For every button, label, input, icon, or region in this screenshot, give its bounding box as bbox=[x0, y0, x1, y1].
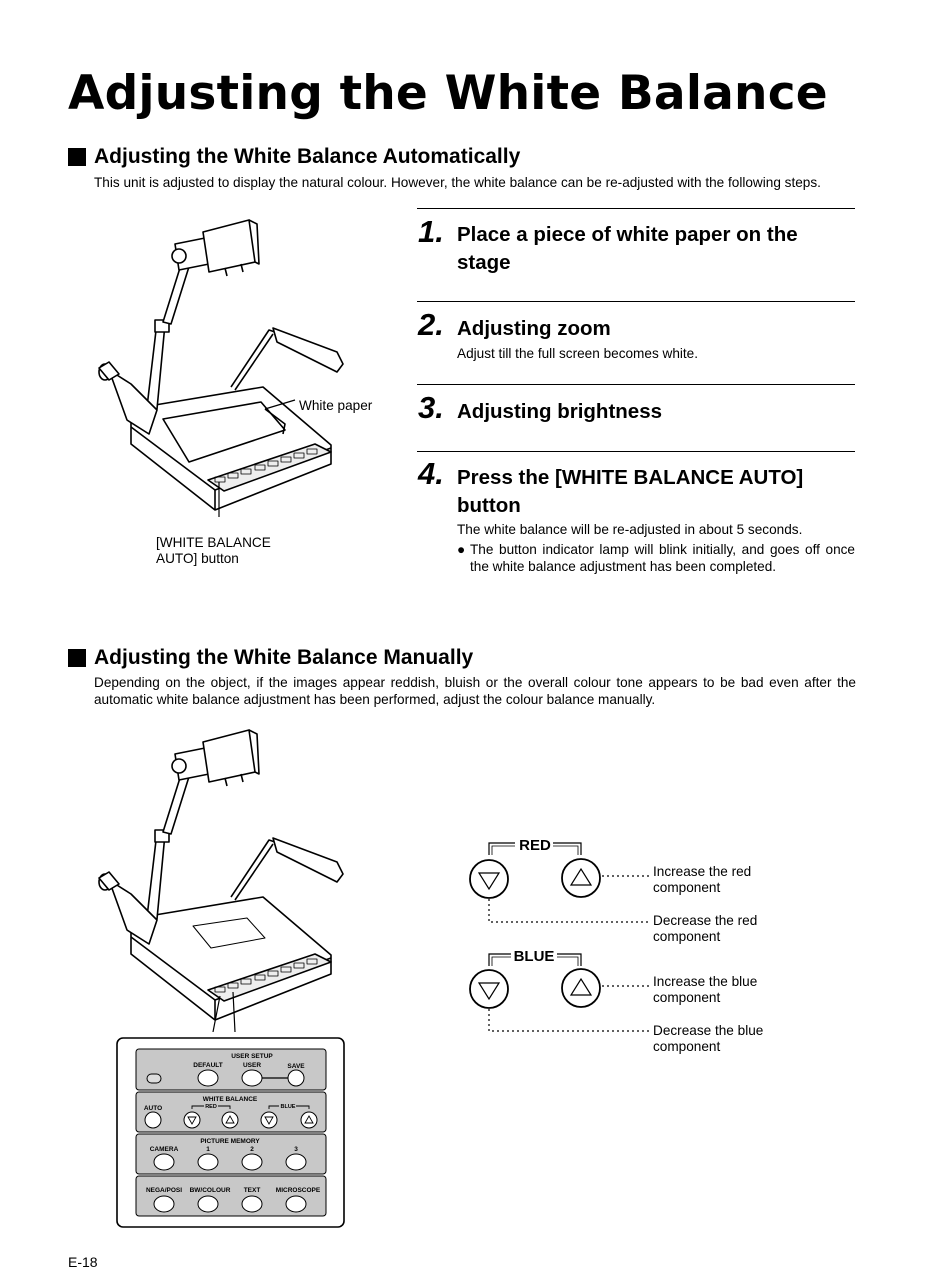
callout-wb-auto-line1: [WHITE BALANCE bbox=[156, 535, 271, 550]
panel-microscope-label: MICROSCOPE bbox=[276, 1187, 321, 1194]
red-label: RED bbox=[519, 837, 551, 854]
panel-mem1-label: 1 bbox=[206, 1146, 210, 1153]
step-2-title: Adjusting zoom bbox=[457, 317, 611, 340]
step-2-text: Adjust till the full screen becomes whit… bbox=[457, 346, 699, 361]
panel-auto-label: AUTO bbox=[144, 1105, 162, 1112]
panel-user-label: USER bbox=[243, 1062, 261, 1069]
callout-white-paper: White paper bbox=[299, 398, 373, 413]
panel-blue-label: BLUE bbox=[281, 1104, 296, 1110]
auto-intro: This unit is adjusted to display the nat… bbox=[94, 175, 821, 190]
step-divider bbox=[417, 208, 855, 209]
blue-decrease-desc: Decrease the blue component bbox=[653, 1023, 763, 1055]
square-bullet-icon bbox=[68, 148, 86, 166]
manual-intro: Depending on the object, if the images a… bbox=[94, 675, 856, 707]
step-divider bbox=[417, 384, 855, 385]
step-1-number: 1. bbox=[418, 214, 444, 249]
bullet-dot-icon: ● bbox=[457, 542, 466, 557]
step-4-number: 4. bbox=[418, 456, 444, 491]
panel-user-setup-label: USER SETUP bbox=[231, 1053, 273, 1060]
panel-picture-memory-label: PICTURE MEMORY bbox=[200, 1138, 260, 1145]
blue-decrease-line2: component bbox=[653, 1039, 721, 1054]
step-3-number: 3. bbox=[418, 390, 444, 425]
red-increase-line1: Increase the red bbox=[653, 864, 752, 879]
step-4-title: Press the [WHITE BALANCE AUTO] button bbox=[457, 466, 804, 517]
step-divider bbox=[417, 451, 855, 452]
step-divider bbox=[417, 301, 855, 302]
red-blue-buttons-diagram: RED BLUE bbox=[469, 837, 649, 1032]
panel-text-label: TEXT bbox=[244, 1187, 261, 1194]
page-title: Adjusting the White Balance bbox=[68, 66, 828, 121]
square-bullet-icon bbox=[68, 649, 86, 667]
blue-increase-line2: component bbox=[653, 990, 721, 1005]
red-decrease-line1: Decrease the red bbox=[653, 913, 758, 928]
visualizer-illustration bbox=[98, 729, 344, 1032]
blue-decrease-line1: Decrease the blue bbox=[653, 1023, 764, 1038]
step-1-title: Place a piece of white paper on the stag… bbox=[457, 223, 798, 274]
visualizer-illustration-white-paper bbox=[98, 219, 344, 517]
section-heading-auto-text: Adjusting the White Balance Automaticall… bbox=[94, 145, 521, 168]
page-number: E-18 bbox=[68, 1254, 98, 1270]
blue-increase-line1: Increase the blue bbox=[653, 974, 758, 989]
step-2-number: 2. bbox=[418, 307, 444, 342]
step-3-title: Adjusting brightness bbox=[457, 400, 662, 423]
red-decrease-line2: component bbox=[653, 929, 721, 944]
blue-label: BLUE bbox=[514, 948, 555, 965]
section-heading-manual-text: Adjusting the White Balance Manually bbox=[94, 646, 474, 669]
panel-default-label: DEFAULT bbox=[193, 1062, 223, 1069]
panel-bw-colour-label: BW/COLOUR bbox=[190, 1187, 231, 1194]
section-heading-auto: Adjusting the White Balance Automaticall… bbox=[68, 145, 520, 169]
step-4-bullet-text: The button indicator lamp will blink ini… bbox=[470, 542, 855, 574]
blue-increase-desc: Increase the blue component bbox=[653, 974, 757, 1006]
panel-mem3-label: 3 bbox=[294, 1146, 298, 1153]
panel-nega-posi-label: NEGA/POSI bbox=[146, 1187, 182, 1194]
panel-white-balance-label: WHITE BALANCE bbox=[203, 1096, 258, 1103]
panel-save-label: SAVE bbox=[287, 1063, 305, 1070]
callout-wb-auto-line2: AUTO] button bbox=[156, 551, 239, 566]
red-increase-desc: Increase the red component bbox=[653, 864, 751, 896]
callout-wb-auto: [WHITE BALANCE AUTO] button bbox=[156, 535, 271, 567]
red-increase-line2: component bbox=[653, 880, 721, 895]
red-decrease-desc: Decrease the red component bbox=[653, 913, 757, 945]
step-4-text: The white balance will be re-adjusted in… bbox=[457, 522, 803, 537]
control-panel-diagram: USER SETUP DEFAULT USER SAVE WHITE BALAN… bbox=[116, 1037, 345, 1228]
panel-camera-label: CAMERA bbox=[150, 1146, 179, 1153]
section-heading-manual: Adjusting the White Balance Manually bbox=[68, 646, 473, 670]
step-4-bullet: ● The button indicator lamp will blink i… bbox=[457, 541, 855, 575]
panel-red-label: RED bbox=[205, 1104, 217, 1110]
panel-mem2-label: 2 bbox=[250, 1146, 254, 1153]
